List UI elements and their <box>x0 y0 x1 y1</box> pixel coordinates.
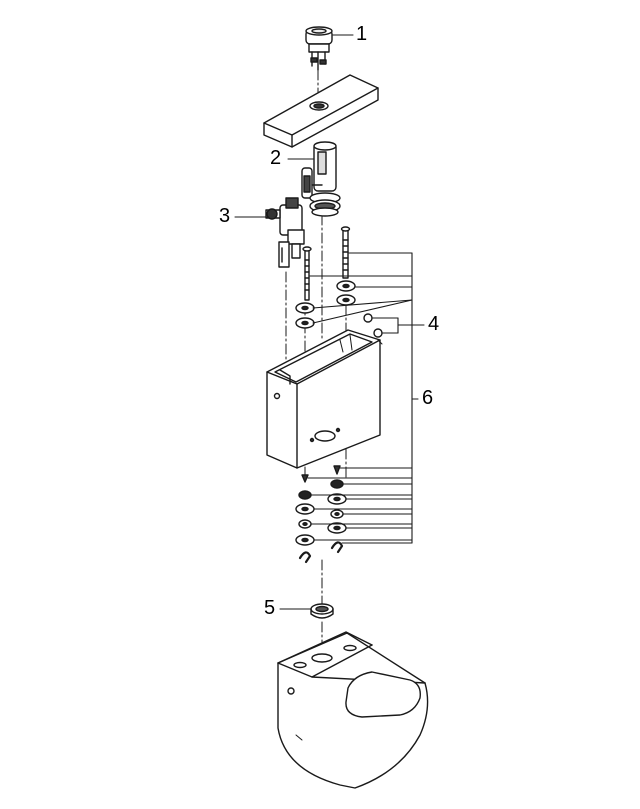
callout-4: 4 <box>428 313 440 335</box>
fill-valve <box>265 197 305 268</box>
callout-5: 5 <box>264 597 276 619</box>
callout-6: 6 <box>422 387 434 409</box>
push-button <box>305 26 333 71</box>
seal-ring <box>310 603 334 619</box>
flush-valve <box>301 141 341 217</box>
callout-1: 1 <box>356 23 368 45</box>
lower-hardware <box>295 465 347 564</box>
toilet-bowl <box>277 631 429 789</box>
upper-bolts <box>302 226 351 301</box>
tank-lid <box>263 74 379 148</box>
callout-2: 2 <box>270 147 282 169</box>
leader-lines <box>234 34 425 610</box>
callout-3: 3 <box>219 205 231 227</box>
cistern-tank <box>266 329 383 469</box>
